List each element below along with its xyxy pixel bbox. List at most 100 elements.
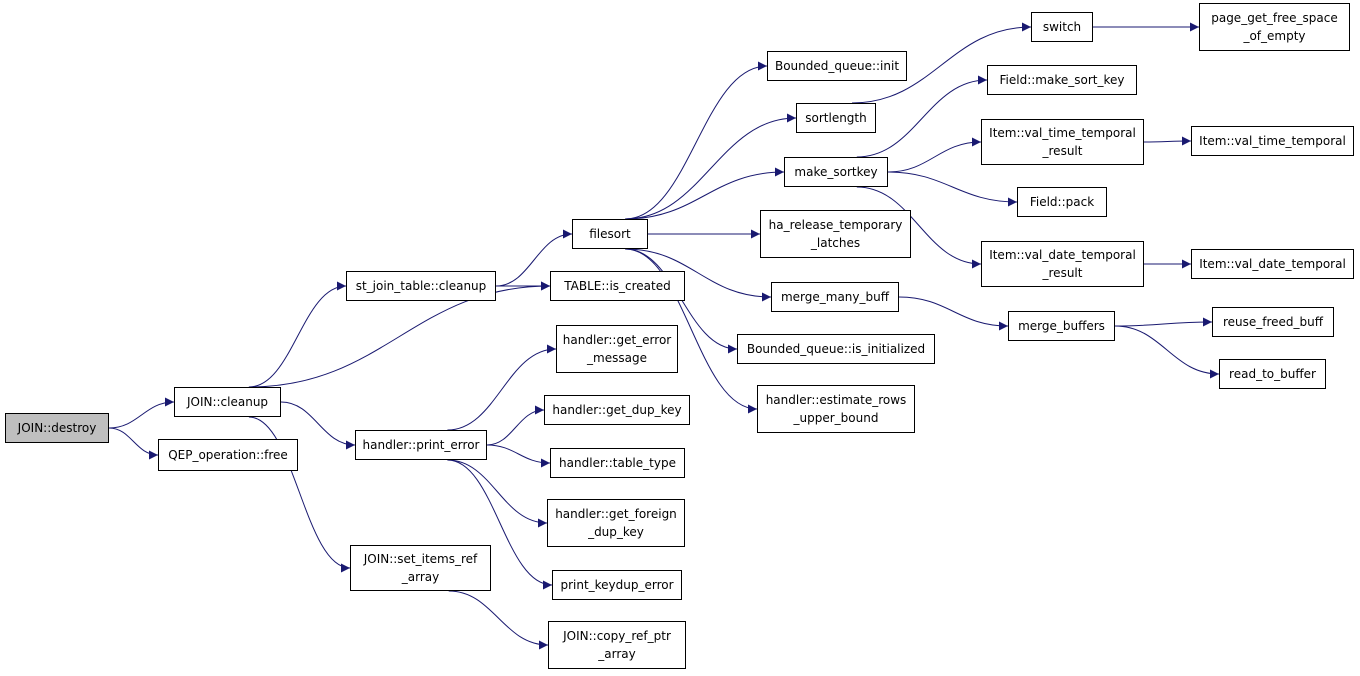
node-bounded-queue-init[interactable]: Bounded_queue::init: [767, 51, 907, 81]
node-handler-get-foreign-dup-key[interactable]: handler::get_foreign_dup_key: [547, 499, 685, 547]
node-join-cleanup[interactable]: JOIN::cleanup: [174, 387, 281, 417]
node-label-line: page_get_free_space: [1211, 11, 1338, 25]
node-label: make_sortkey: [794, 163, 877, 181]
node-handler-table-type[interactable]: handler::table_type: [550, 448, 685, 478]
node-label-line: _of_empty: [1243, 29, 1306, 43]
node-item-val-date-temporal[interactable]: Item::val_date_temporal: [1191, 249, 1354, 279]
node-label-line: print_keydup_error: [560, 578, 674, 592]
node-handler-get-error-message[interactable]: handler::get_error_message: [556, 325, 678, 373]
edge-join_cleanup-to-table_is_created: [248, 281, 551, 388]
node-label-line: _latches: [810, 236, 861, 250]
node-label-line: Field::make_sort_key: [999, 73, 1125, 87]
edge-handler_print_error-to-print_keydup_error: [447, 459, 553, 590]
node-label: Item::val_date_temporal: [1199, 255, 1346, 273]
node-label: handler::get_foreign_dup_key: [555, 505, 677, 541]
node-label: Bounded_queue::init: [775, 57, 899, 75]
node-label-line: Bounded_queue::is_initialized: [746, 342, 926, 356]
edge-make_sortkey-to-field_make_sort_key: [856, 75, 988, 158]
node-label-line: _array: [598, 647, 636, 661]
node-label-line: handler::get_error: [562, 333, 672, 347]
edge-filesort-to-bq_init: [625, 61, 768, 220]
node-label-line: sortlength: [805, 111, 867, 125]
node-merge-many-buff[interactable]: merge_many_buff: [771, 282, 899, 312]
node-label-line: Bounded_queue::init: [774, 59, 900, 73]
edge-filesort-to-make_sortkey: [625, 167, 785, 220]
node-label: sortlength: [805, 109, 866, 127]
node-page-get-free-space-of-empty[interactable]: page_get_free_space _of_empty: [1199, 3, 1350, 51]
node-label: TABLE::is_created: [564, 277, 671, 295]
node-label-line: JOIN::copy_ref_ptr: [563, 629, 671, 643]
node-st-join-table-cleanup[interactable]: st_join_table::cleanup: [346, 271, 496, 301]
node-sortlength[interactable]: sortlength: [796, 103, 876, 133]
node-label-line: _result: [1042, 144, 1083, 158]
edge-filesort-to-merge_many_buff: [625, 248, 772, 302]
edge-join_cleanup-to-handler_print_error: [280, 401, 356, 450]
edge-join_cleanup-to-st_join_cleanup: [248, 281, 347, 388]
edge-make_sortkey-to-item_vdt_result: [856, 186, 982, 269]
node-field-pack[interactable]: Field::pack: [1017, 187, 1107, 217]
node-label: page_get_free_space _of_empty: [1211, 9, 1338, 45]
edge-filesort-to-estimate_rows: [625, 248, 758, 414]
node-handler-print-error[interactable]: handler::print_error: [355, 430, 487, 460]
edge-sortlength-to-switch: [851, 22, 1032, 104]
node-label: read_to_buffer: [1229, 365, 1316, 383]
node-item-val-time-temporal[interactable]: Item::val_time_temporal: [1191, 126, 1354, 156]
edge-join_set_items-to-copy_ref_ptr: [448, 590, 549, 650]
node-table-is-created[interactable]: TABLE::is_created: [550, 271, 685, 301]
node-label: Field::pack: [1030, 193, 1094, 211]
node-label: JOIN::cleanup: [187, 393, 268, 411]
node-label: JOIN::destroy: [18, 419, 97, 437]
node-join-copy-ref-ptr-array[interactable]: JOIN::copy_ref_ptr_array: [548, 621, 686, 669]
node-label-line: read_to_buffer: [1229, 367, 1316, 381]
node-label-line: _upper_bound: [793, 411, 879, 425]
node-label: Item::val_time_temporal_result: [989, 124, 1136, 160]
node-label: Item::val_time_temporal: [1199, 132, 1346, 150]
node-label-line: _dup_key: [588, 525, 644, 539]
node-label-line: reuse_freed_buff: [1222, 315, 1324, 329]
node-item-val-date-temporal-result[interactable]: Item::val_date_temporal_result: [981, 241, 1144, 287]
node-reuse-freed-buff[interactable]: reuse_freed_buff: [1212, 307, 1334, 337]
node-item-val-time-temporal-result[interactable]: Item::val_time_temporal_result: [981, 119, 1144, 165]
node-label-line: ha_release_temporary: [768, 218, 903, 232]
node-join-destroy[interactable]: JOIN::destroy: [5, 413, 109, 443]
node-label-line: _result: [1042, 266, 1083, 280]
node-read-to-buffer[interactable]: read_to_buffer: [1219, 359, 1326, 389]
node-ha-release-temporary-latches[interactable]: ha_release_temporary _latches: [760, 210, 911, 258]
edge-filesort-to-sortlength: [625, 113, 797, 220]
node-print-keydup-error[interactable]: print_keydup_error: [552, 570, 682, 600]
node-bounded-queue-is-initialized[interactable]: Bounded_queue::is_initialized: [737, 334, 935, 364]
edge-join_cleanup-to-join_set_items: [248, 416, 351, 573]
node-label-line: merge_buffers: [1018, 319, 1105, 333]
edge-merge_buffers-to-read_to_buffer: [1114, 325, 1220, 379]
edge-join_destroy-to-join_cleanup: [108, 397, 175, 429]
node-switch[interactable]: switch: [1031, 12, 1093, 42]
edge-make_sortkey-to-field_pack: [887, 171, 1018, 207]
node-label-line: TABLE::is_created: [564, 279, 671, 293]
edge-item_vtt_result-to-item_vtt: [1143, 136, 1192, 146]
node-label: handler::table_type: [559, 454, 676, 472]
node-label-line: JOIN::destroy: [17, 421, 97, 435]
edge-handler_print_error-to-table_type: [486, 444, 551, 468]
node-label: handler::get_dup_key: [552, 401, 681, 419]
node-handler-get-dup-key[interactable]: handler::get_dup_key: [544, 395, 690, 425]
node-make-sortkey[interactable]: make_sortkey: [784, 157, 888, 187]
node-join-set-items-ref-array[interactable]: JOIN::set_items_ref_array: [350, 545, 491, 591]
node-label-line: handler::estimate_rows: [765, 393, 907, 407]
node-label: reuse_freed_buff: [1223, 313, 1323, 331]
edge-make_sortkey-to-item_vtt_result: [887, 137, 982, 173]
node-label: print_keydup_error: [560, 576, 673, 594]
node-label: JOIN::copy_ref_ptr_array: [563, 627, 671, 663]
node-label: QEP_operation::free: [168, 446, 288, 464]
edge-st_join_cleanup-to-filesort: [495, 229, 573, 287]
node-qep-operation-free[interactable]: QEP_operation::free: [158, 439, 298, 471]
node-field-make-sort-key[interactable]: Field::make_sort_key: [987, 65, 1137, 95]
node-handler-estimate-rows-upper-bound[interactable]: handler::estimate_rows_upper_bound: [757, 385, 915, 433]
node-merge-buffers[interactable]: merge_buffers: [1008, 311, 1115, 341]
node-label-line: Field::pack: [1029, 195, 1095, 209]
node-label: merge_many_buff: [781, 288, 889, 306]
node-label: Field::make_sort_key: [1000, 71, 1125, 89]
node-filesort[interactable]: filesort: [572, 219, 648, 249]
node-label: JOIN::set_items_ref_array: [364, 550, 478, 586]
edge-handler_print_error-to-get_foreign_dup_key: [447, 459, 548, 528]
